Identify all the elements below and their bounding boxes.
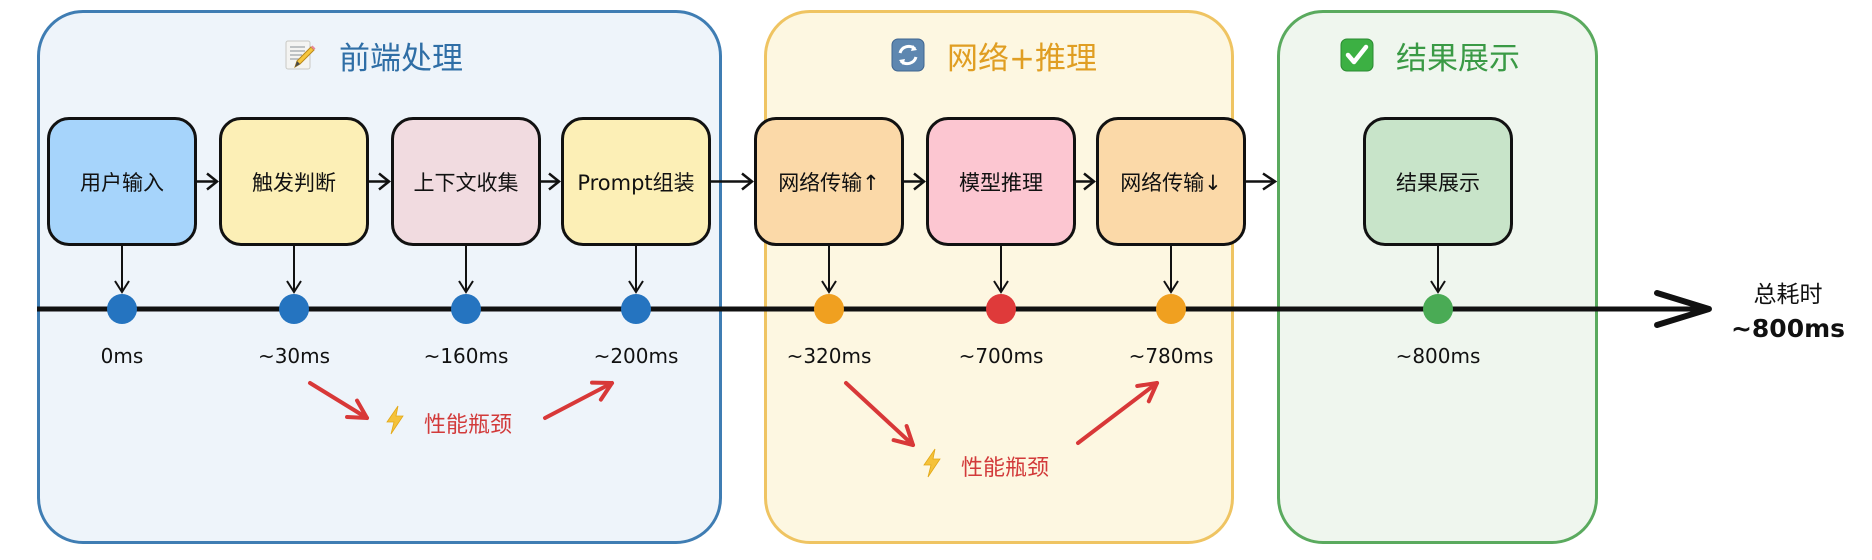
timestamp-label: ~30ms (257, 344, 331, 368)
bottleneck-arrow (844, 381, 915, 447)
timestamp-label: ~160ms (423, 344, 509, 368)
step-box: Prompt组装 (561, 117, 711, 246)
timeline-dot (1423, 294, 1453, 324)
bottleneck-text: 性能瓶颈 (424, 413, 513, 438)
step-label: 网络传输↓ (1120, 170, 1222, 195)
total-duration-value: ~800ms (1730, 314, 1846, 343)
step-box: 上下文收集 (391, 117, 541, 246)
bottleneck-arrowhead (1135, 381, 1159, 404)
bottleneck-arrow (308, 381, 369, 420)
drop-arrowhead (1430, 280, 1446, 294)
drop-arrowhead (993, 280, 1009, 294)
timestamp-label: 0ms (100, 344, 144, 368)
flow-arrowhead (1262, 172, 1278, 191)
timestamp-label: ~200ms (593, 344, 679, 368)
drop-arrowhead (286, 280, 302, 294)
step-box: 模型推理 (926, 117, 1076, 246)
bottleneck-label-network: 性能瓶颈 (921, 448, 1049, 484)
section-title-network: 网络+推理 (891, 32, 1097, 78)
step-box: 网络传输↓ (1096, 117, 1246, 246)
section-frontend-processing (37, 10, 722, 544)
bottleneck-label-frontend: 性能瓶颈 (384, 405, 512, 441)
flow-arrowhead (378, 172, 392, 191)
bottleneck-arrowhead (891, 424, 915, 447)
flow-arrowhead (206, 172, 220, 191)
step-label: 结果展示 (1396, 170, 1480, 195)
section-network-inference (764, 10, 1234, 544)
drop-arrowhead (821, 280, 837, 294)
timestamp-label: ~700ms (958, 344, 1044, 368)
step-label: 上下文收集 (413, 170, 519, 195)
step-label: Prompt组装 (577, 170, 695, 195)
drop-arrowhead (114, 280, 130, 294)
timestamp-label: ~320ms (786, 344, 872, 368)
step-box: 触发判断 (219, 117, 369, 246)
timeline-arrowhead (1654, 290, 1712, 328)
bottleneck-arrowhead (345, 398, 369, 420)
flow-arrowhead (1083, 172, 1097, 191)
step-box: 结果展示 (1363, 117, 1513, 246)
step-box: 网络传输↑ (754, 117, 904, 246)
section-title-frontend: 前端处理 (283, 32, 463, 78)
timeline-dot (451, 294, 481, 324)
refresh-arrows-icon (891, 38, 925, 72)
flow-arrowhead (913, 172, 927, 191)
timeline-dot (986, 294, 1016, 324)
timestamp-label: ~800ms (1395, 344, 1481, 368)
step-box: 用户输入 (47, 117, 197, 246)
step-label: 模型推理 (959, 170, 1043, 195)
lightning-icon (384, 405, 406, 441)
timeline-dot (1156, 294, 1186, 324)
lightning-icon (921, 448, 943, 484)
bottleneck-arrowhead (590, 380, 614, 402)
bottleneck-text: 性能瓶颈 (961, 456, 1050, 481)
timeline-dot (814, 294, 844, 324)
step-label: 触发判断 (252, 170, 336, 195)
check-mark-button-icon (1340, 38, 1374, 72)
bottleneck-arrow (1076, 381, 1159, 445)
section-title-result: 结果展示 (1340, 32, 1520, 78)
timeline-dot (621, 294, 651, 324)
section-title-text: 前端处理 (339, 40, 463, 77)
timeline-dot (279, 294, 309, 324)
drop-arrowhead (628, 280, 644, 294)
drop-arrowhead (458, 280, 474, 294)
section-title-text: 结果展示 (1396, 40, 1520, 77)
flow-arrowhead (741, 172, 755, 191)
step-label: 用户输入 (80, 170, 164, 195)
timestamp-label: ~780ms (1128, 344, 1214, 368)
total-duration-label: 总耗时 (1753, 282, 1823, 308)
timeline-dot (107, 294, 137, 324)
memo-pencil-icon (283, 38, 317, 72)
bottleneck-arrow (543, 381, 614, 420)
flow-arrowhead (548, 172, 562, 191)
section-title-text: 网络+推理 (947, 40, 1097, 77)
total-duration: 总耗时 ~800ms (1726, 278, 1850, 346)
drop-arrowhead (1163, 280, 1179, 294)
step-label: 网络传输↑ (778, 170, 880, 195)
